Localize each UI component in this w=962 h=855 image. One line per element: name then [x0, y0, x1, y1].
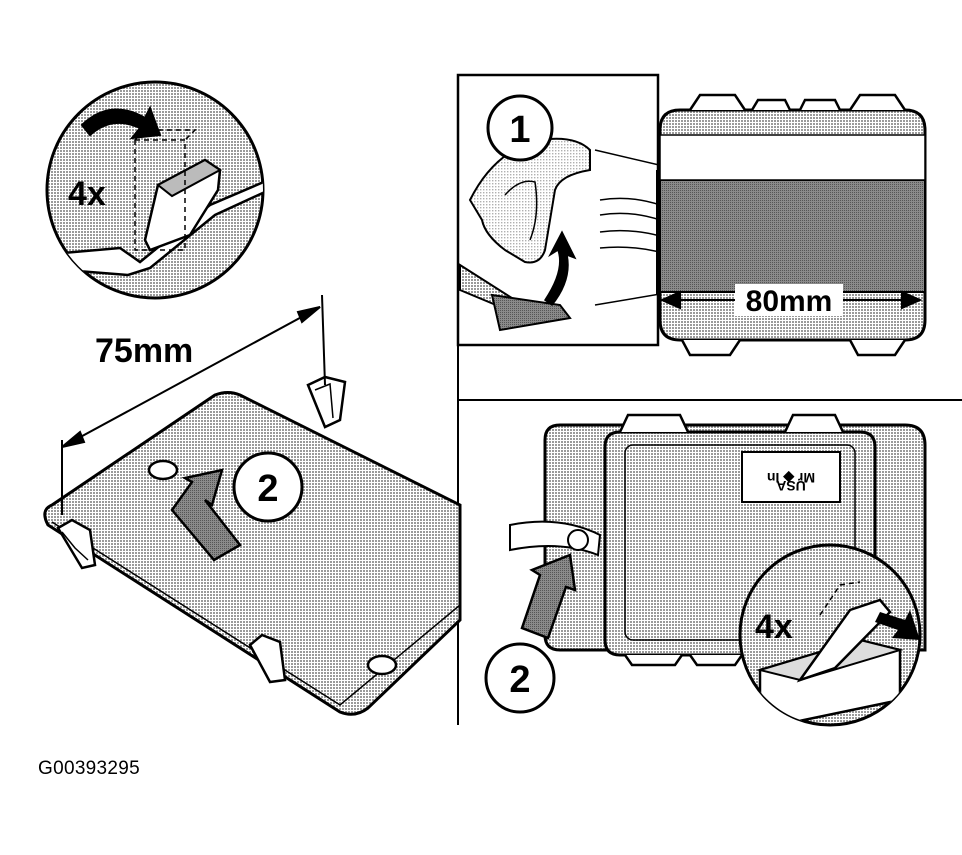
module-label-line2: USA [776, 478, 806, 494]
velcro-strip-panel: 1 80mm [456, 73, 927, 357]
module-install-panel: Mr ◆ In USA 2 4x [484, 413, 927, 727]
dimension-label-right: 80mm [746, 285, 833, 318]
plate-tab [56, 518, 97, 570]
step-badge-one [486, 94, 554, 162]
release-arrow-icon [875, 610, 920, 640]
clip-detail-circle: 4x [45, 80, 265, 300]
plate-tab [248, 633, 287, 684]
dimension-label-left: 75mm [95, 332, 193, 370]
count-label-top: 4x [68, 175, 106, 213]
peel-arrow-icon [543, 230, 577, 307]
cover-plate [43, 391, 462, 716]
step-number-right: 2 [509, 659, 530, 701]
cover-plate-illustration: 2 75mm [43, 294, 462, 716]
push-arrow-icon-right [520, 553, 577, 640]
step-badge-right [484, 642, 556, 714]
plate-tab [306, 375, 347, 429]
step-number-one: 1 [509, 109, 530, 151]
module-label-line1: Mr ◆ In [767, 470, 815, 486]
push-arrow-icon [170, 468, 242, 562]
count-label-bottom: 4x [755, 608, 793, 646]
step-number-left: 2 [257, 468, 278, 510]
step-badge-left [232, 451, 304, 523]
figure-code: G00393295 [38, 758, 141, 779]
curved-arrow-icon [80, 105, 162, 140]
dimension-75mm [61, 294, 326, 515]
